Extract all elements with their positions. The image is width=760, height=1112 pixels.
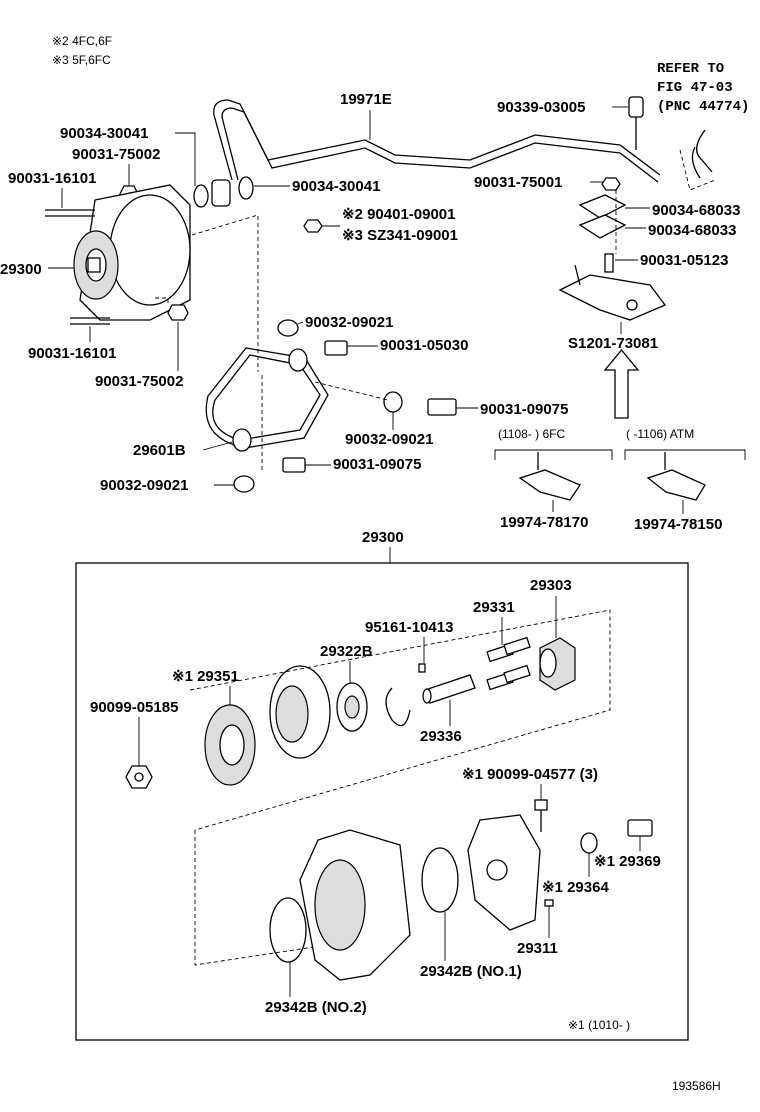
label-19974-78170[interactable]: 19974-78170 [500,514,588,531]
note-2: ※2 4FC,6F [52,34,112,48]
label-90031-09075-a[interactable]: 90031-09075 [480,401,568,418]
label-29311[interactable]: 29311 [517,940,558,957]
footnote: ※1 (1010- ) [568,1018,630,1032]
label-29336[interactable]: 29336 [420,728,462,745]
label-90034-68033-a[interactable]: 90034-68033 [652,202,740,219]
exploded-view-drawing [125,609,653,981]
range-left: (1108- ) 6FC [498,427,565,441]
refer-line-2: FIG 47-03 [657,80,733,96]
label-29369[interactable]: ※1 29369 [594,853,661,870]
label-29331[interactable]: 29331 [473,599,515,616]
refer-line-1: REFER TO [657,61,724,77]
label-19971E[interactable]: 19971E [340,91,392,108]
label-29351[interactable]: ※1 29351 [172,668,239,685]
label-90031-16101-b[interactable]: 90031-16101 [28,345,116,362]
refer-line-3: (PNC 44774) [657,99,749,115]
label-29342B-no2[interactable]: 29342B (NO.2) [265,999,367,1016]
label-90031-09075-b[interactable]: 90031-09075 [333,456,421,473]
label-90031-05123[interactable]: 90031-05123 [640,252,728,269]
label-90034-30041-a[interactable]: 90034-30041 [60,125,148,142]
label-90031-75001[interactable]: 90031-75001 [474,174,562,191]
gasket-washer-right [238,176,254,200]
label-29364[interactable]: ※1 29364 [542,879,609,896]
label-90032-09021-c[interactable]: 90032-09021 [100,477,188,494]
label-19974-78150[interactable]: 19974-78150 [634,516,722,533]
label-29300-top[interactable]: 29300 [0,261,42,278]
note-3: ※3 5F,6FC [52,53,111,67]
label-S1201-73081[interactable]: S1201-73081 [568,335,658,352]
label-90031-16101-a[interactable]: 90031-16101 [8,170,96,187]
variant-bracket-drawings [494,449,746,501]
gasket-washer-left [193,184,209,208]
label-29342B-no1[interactable]: 29342B (NO.1) [420,963,522,980]
vacuum-pipe-drawing [213,96,716,191]
label-SZ341-09001[interactable]: ※3 SZ341-09001 [342,227,458,244]
label-90031-75002-a[interactable]: 90031-75002 [72,146,160,163]
label-90032-09021-a[interactable]: 90032-09021 [305,314,393,331]
figure-id: 193586H [672,1079,721,1093]
label-29300-box[interactable]: 29300 [362,529,404,546]
label-29303[interactable]: 29303 [530,577,572,594]
label-90031-75002-b[interactable]: 90031-75002 [95,373,183,390]
label-90401-09001[interactable]: ※2 90401-09001 [342,206,456,223]
union-bolt-head [211,179,231,207]
label-90099-04577[interactable]: ※1 90099-04577 (3) [462,766,598,783]
label-90032-09021-b[interactable]: 90032-09021 [345,431,433,448]
label-90099-05185[interactable]: 90099-05185 [90,699,178,716]
label-29322B[interactable]: 29322B [320,643,373,660]
label-95161-10413[interactable]: 95161-10413 [365,619,453,636]
label-90339-03005[interactable]: 90339-03005 [497,99,585,116]
bracket-drawing [558,177,667,419]
range-right: ( -1106) ATM [626,427,694,441]
check-valve-nut [303,219,323,233]
label-29601B[interactable]: 29601B [133,442,186,459]
label-90031-05030[interactable]: 90031-05030 [380,337,468,354]
vacuum-hose-drawing [205,319,457,493]
label-90034-30041-b[interactable]: 90034-30041 [292,178,380,195]
vacuum-pump-drawing [45,184,259,372]
exploded-view-frame [75,562,689,1041]
label-90034-68033-b[interactable]: 90034-68033 [648,222,736,239]
